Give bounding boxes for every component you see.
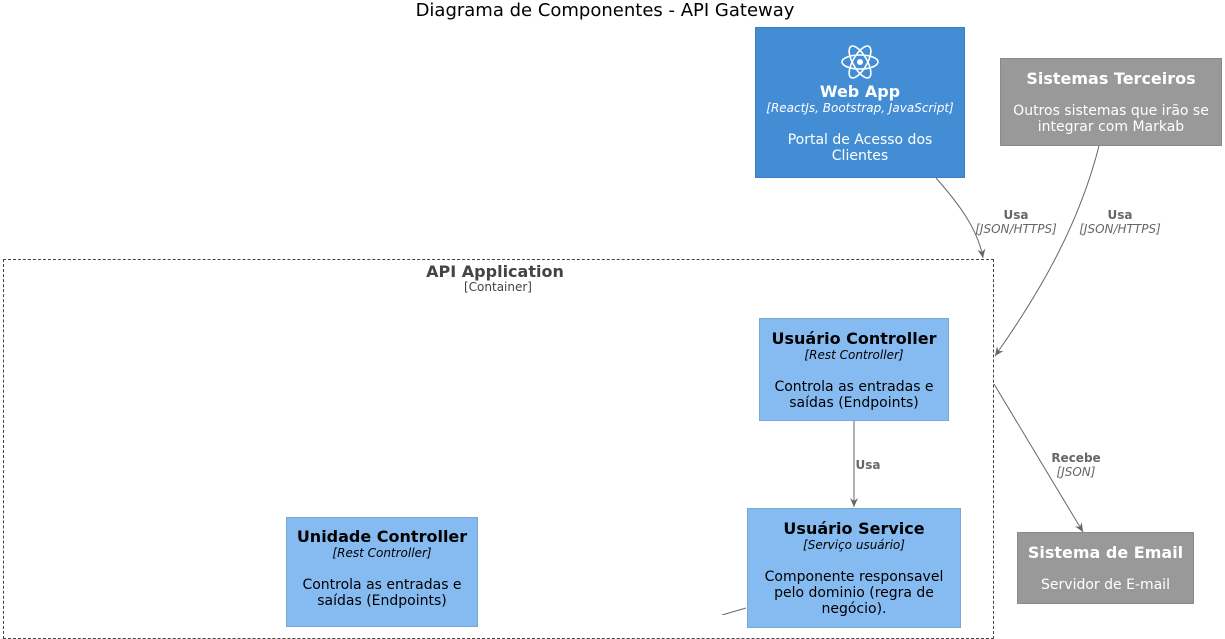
edge-label-email: Recebe [JSON] <box>1036 451 1116 479</box>
edge-tech: [JSON/HTTPS] <box>975 222 1057 236</box>
edge-rel: Recebe <box>1051 451 1101 465</box>
edge-terceiros-to-api <box>994 145 1100 357</box>
edge-rel: Usa <box>1003 208 1029 222</box>
edges-layer <box>721 145 1100 615</box>
web-app-node[interactable]: Web App [ReactJs, Bootstrap, JavaScript]… <box>755 27 965 178</box>
usuario-service-node[interactable]: Usuário Service [Serviço usuário] Compon… <box>747 508 961 628</box>
boundary-type: [Container] <box>463 280 532 294</box>
sistemas-terceiros-node[interactable]: Sistemas Terceiros Outros sistemas que i… <box>1000 58 1222 146</box>
edge-label-terceiros: Usa [JSON/HTTPS] <box>1070 208 1170 236</box>
unidade-controller-node[interactable]: Unidade Controller [Rest Controller] Con… <box>286 517 478 627</box>
node-tech: [ReactJs, Bootstrap, JavaScript] <box>766 101 954 115</box>
node-tech: [Rest Controller] <box>804 348 904 362</box>
node-tech: [Rest Controller] <box>332 546 432 560</box>
edge-tech: [JSON] <box>1056 465 1096 479</box>
edge-service-outgoing <box>721 607 747 615</box>
edge-label-service: Usa <box>848 458 888 472</box>
node-name: Usuário Controller <box>771 329 937 348</box>
usuario-controller-node[interactable]: Usuário Controller [Rest Controller] Con… <box>759 318 949 421</box>
node-desc: Controla as entradas e saídas (Endpoints… <box>774 379 934 411</box>
diagram-title: Diagrama de Componentes - API Gateway <box>415 0 795 21</box>
node-desc: Outros sistemas que irão se integrar com… <box>1013 103 1209 135</box>
react-icon <box>756 42 964 82</box>
node-name: Sistema de Email <box>1027 543 1184 562</box>
edge-webapp-to-api <box>935 177 986 259</box>
node-name: Usuário Service <box>783 519 925 538</box>
node-desc: Portal de Acesso dos Clientes <box>787 132 933 164</box>
edge-tech: [JSON/HTTPS] <box>1079 222 1161 236</box>
edge-api-to-email <box>993 383 1084 533</box>
sistema-email-node[interactable]: Sistema de Email Servidor de E-mail <box>1017 532 1194 604</box>
node-desc: Controla as entradas e saídas (Endpoints… <box>302 577 462 609</box>
node-tech: [Serviço usuário] <box>803 538 905 552</box>
node-name: Web App <box>819 82 901 101</box>
node-desc: Servidor de E-mail <box>1041 577 1170 593</box>
node-name: Sistemas Terceiros <box>1026 69 1196 88</box>
edge-label-webapp: Usa [JSON/HTTPS] <box>966 208 1066 236</box>
boundary-name: API Application <box>426 262 564 281</box>
node-desc: Componente responsavel pelo dominio (reg… <box>764 569 944 617</box>
node-name: Unidade Controller <box>296 527 468 546</box>
edge-rel: Usa <box>855 458 881 472</box>
edge-rel: Usa <box>1107 208 1133 222</box>
